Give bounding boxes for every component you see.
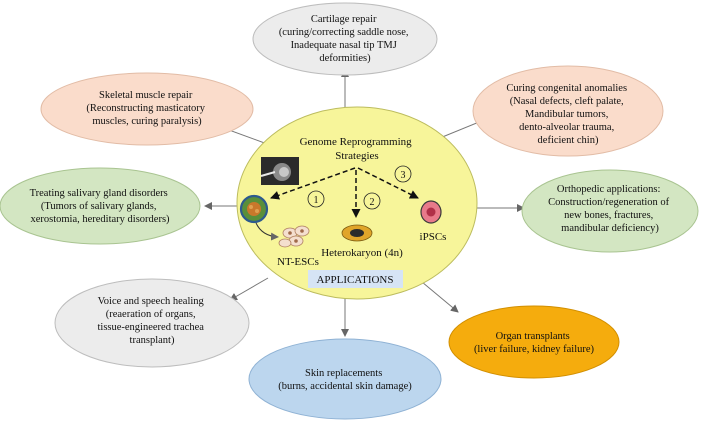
- voice-line-2: tissue-engineered trachea: [97, 322, 204, 333]
- orthopedic-line-1: Construction/regeneration of: [548, 197, 670, 208]
- center-title-line-2: Strategies: [335, 150, 378, 162]
- orthopedic-line-3: mandibular deficiency): [561, 223, 659, 234]
- strategy-arrow-1: [270, 167, 356, 200]
- node-salivary: Treating salivary gland disorders (Tumor…: [0, 167, 201, 245]
- blastocyst-icon: [239, 194, 269, 224]
- congenital-line-4: deficient chin): [538, 135, 599, 146]
- cartilage-line-2: Inadequate nasal tip TMJ: [291, 40, 397, 51]
- salivary-line-1: (Tumors of salivary glands,: [41, 201, 157, 212]
- strategy-arrows: [270, 167, 419, 218]
- skin-title: Skin replacements: [305, 368, 382, 379]
- svg-text:2: 2: [370, 197, 375, 208]
- organ-line-1: (liver failure, kidney failure): [474, 344, 595, 355]
- node-voice: Voice and speech healing (reaeration of …: [54, 278, 250, 368]
- applications-label: APPLICATIONS: [316, 274, 393, 286]
- skeletal-title: Skeletal muscle repair: [99, 90, 193, 101]
- node-congenital: Curing congenital anomalies (Nasal defec…: [472, 65, 664, 157]
- congenital-line-1: (Nasal defects, cleft palate,: [510, 96, 624, 107]
- svg-text:Orthopedic applications:: Orthopedic applications: Construction/re…: [548, 184, 672, 234]
- voice-line-1: (reaeration of organs,: [106, 309, 196, 320]
- center-title-line-1: Genome Reprogramming: [300, 136, 413, 148]
- ipscs-label: iPSCs: [420, 231, 447, 243]
- congenital-ellipse: [472, 65, 664, 157]
- node-organ: Organ transplants (liver failure, kidney…: [448, 305, 620, 379]
- central-node: Genome Reprogramming Strategies 1 2 3: [236, 106, 478, 300]
- ipsc-icon: [420, 200, 442, 224]
- node-skin: Skin replacements (burns, accidental ski…: [248, 338, 442, 420]
- svg-text:3: 3: [401, 170, 406, 181]
- svg-text:Genome Reprogramming Str: Genome Reprogramming Strategies: [300, 136, 415, 162]
- skeletal-line-2: muscles, curing paralysis): [92, 116, 202, 127]
- strategy-number-3: 3: [394, 165, 412, 183]
- skin-line-1: (burns, accidental skin damage): [278, 381, 412, 392]
- cartilage-ellipse: [252, 2, 438, 76]
- skeletal-ellipse: [40, 72, 254, 146]
- node-skeletal: Skeletal muscle repair (Reconstructing m…: [40, 72, 254, 146]
- svg-text:Skeletal muscle repair (: Skeletal muscle repair (Reconstructing m…: [86, 90, 207, 127]
- voice-title: Voice and speech healing: [98, 296, 205, 307]
- salivary-ellipse: [0, 167, 201, 245]
- heterokaryon-icon: [341, 224, 373, 242]
- strategy-arrow-3: [357, 167, 419, 199]
- orthopedic-title: Orthopedic applications:: [557, 184, 661, 195]
- heterokaryon-label: Heterokaryon (4n): [321, 247, 403, 259]
- strategy-number-2: 2: [363, 192, 381, 210]
- strategy-number-1: 1: [307, 190, 325, 208]
- voice-ellipse: [54, 278, 250, 368]
- nuclear-transfer-micrograph: [260, 157, 299, 185]
- skeletal-line-1: (Reconstructing masticatory: [86, 103, 205, 114]
- central-ellipse: [236, 106, 478, 300]
- svg-text:1: 1: [314, 195, 319, 206]
- node-orthopedic: Orthopedic applications: Construction/re…: [521, 169, 699, 253]
- congenital-title: Curing congenital anomalies: [506, 83, 627, 94]
- cartilage-line-1: (curing/correcting saddle nose,: [279, 27, 409, 38]
- voice-line-3: transplant): [130, 335, 175, 346]
- cartilage-title: Cartilage repair: [311, 14, 377, 25]
- orthopedic-line-2: new bones, fractures,: [564, 210, 653, 221]
- svg-text:Organ transplants (liver: Organ transplants (liver failure, kidney…: [474, 331, 595, 355]
- nt-escs-label: NT-ESCs: [277, 256, 319, 268]
- congenital-line-3: dento-alveolar trauma,: [519, 122, 614, 133]
- arrow-to-organ: [421, 281, 459, 313]
- node-cartilage: Cartilage repair (curing/correcting sadd…: [252, 2, 438, 76]
- cartilage-line-3: deformities): [319, 53, 371, 64]
- congenital-line-2: Mandibular tumors,: [525, 109, 608, 120]
- salivary-line-2: xerostomia, hereditary disorders): [30, 214, 170, 225]
- skin-ellipse: [248, 338, 442, 420]
- svg-text:Skin replacements (burns: Skin replacements (burns, accidental ski…: [278, 368, 412, 392]
- svg-text:Curing congenital anomalies: Curing congenital anomalies (Nasal defec…: [506, 83, 629, 146]
- organ-title: Organ transplants: [496, 331, 570, 342]
- applications-label-box: [308, 270, 403, 288]
- svg-text:Cartilage repair (curing: Cartilage repair (curing/correcting sadd…: [279, 14, 411, 64]
- salivary-title: Treating salivary gland disorders: [30, 188, 168, 199]
- orthopedic-ellipse: [521, 169, 699, 253]
- arrow-to-voice: [229, 277, 269, 301]
- blastocyst-to-escs-arrow: [255, 222, 279, 241]
- organ-ellipse: [448, 305, 620, 379]
- svg-text:Treating salivary gland disord: Treating salivary gland disorders (Tumor…: [30, 188, 171, 225]
- nt-escs-cells-icon: [278, 225, 310, 248]
- svg-text:Voice and speech healing: Voice and speech healing (reaeration of …: [97, 296, 206, 346]
